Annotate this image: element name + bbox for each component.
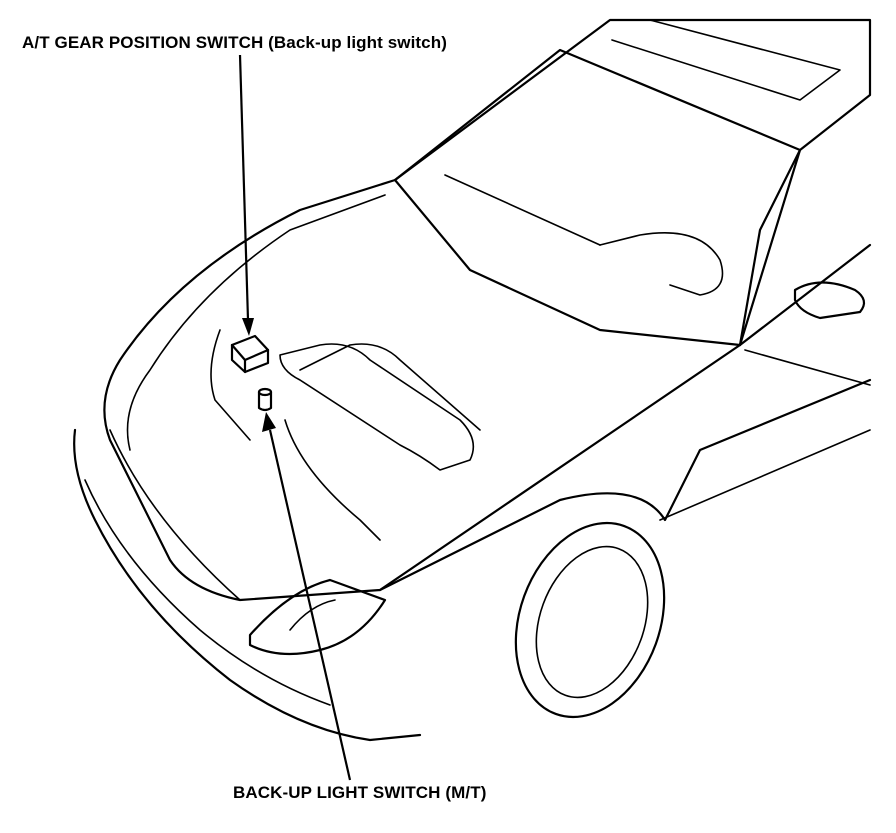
headlight <box>248 578 387 656</box>
front-bumper <box>73 428 422 742</box>
front-fender <box>378 378 872 592</box>
air-cleaner <box>299 343 481 431</box>
hood-outline <box>103 178 742 602</box>
bottom-arrowhead <box>262 412 276 432</box>
front-wheel <box>514 521 666 719</box>
engine-bay-edge <box>210 329 251 441</box>
engine-intake <box>279 343 475 471</box>
side-mirror <box>793 281 866 320</box>
windshield <box>393 48 802 347</box>
roof-outline <box>393 18 872 347</box>
radiator-support <box>284 419 381 541</box>
at-gear-position-switch-label: A/T GEAR POSITION SWITCH (Back-up light … <box>22 33 447 52</box>
grille-line <box>109 429 241 601</box>
side-body-line <box>659 429 871 521</box>
front-wheel-rim <box>535 545 649 699</box>
bottom-leader-line <box>268 429 352 781</box>
bumper-lower-line <box>84 479 331 706</box>
top-leader-line <box>238 54 250 321</box>
hood-inner-line <box>126 194 386 451</box>
mt-backup-light-switch <box>257 387 273 412</box>
a-pillar <box>738 243 872 347</box>
door-line <box>744 349 871 386</box>
at-gear-position-switch <box>230 334 270 374</box>
backup-light-switch-mt-label: BACK-UP LIGHT SWITCH (M/T) <box>233 783 487 802</box>
dash-line <box>444 174 601 246</box>
sunroof-outline <box>611 19 841 101</box>
steering-wheel <box>599 232 724 296</box>
top-arrowhead <box>242 318 254 336</box>
